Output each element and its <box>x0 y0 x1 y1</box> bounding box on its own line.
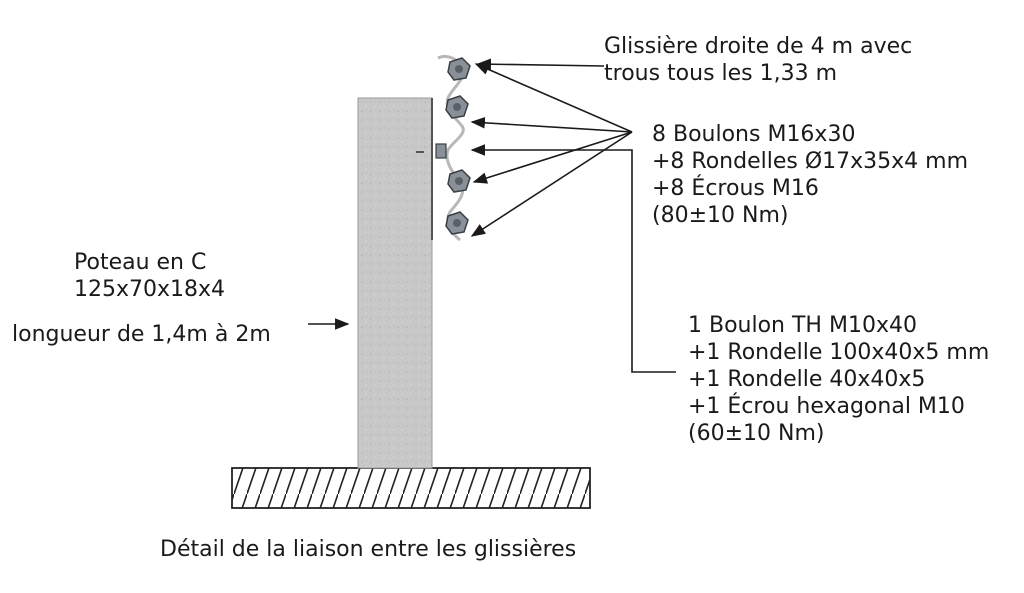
bolt-leader-3 <box>472 131 633 184</box>
poteau-line-2: 125x70x18x4 <box>74 277 226 302</box>
boulons-line-3: +8 Écrous M16 <box>652 176 819 201</box>
boulons-line-1: 8 Boulons M16x30 <box>652 122 856 147</box>
boulons-line-2: +8 Rondelles Ø17x35x4 mm <box>652 149 969 174</box>
boulons-line-4: (80±10 Nm) <box>652 203 789 228</box>
boulon-th-line-5: (60±10 Nm) <box>688 421 825 446</box>
boulon-th-line-3: +1 Rondelle 40x40x5 <box>688 367 926 392</box>
rail-leader-arrow <box>476 58 605 70</box>
bolt-3 <box>447 169 471 193</box>
glissiere-line-1: Glissière droite de 4 m avec <box>604 34 913 59</box>
bolt-small <box>435 143 447 159</box>
bolt-leader-4 <box>470 131 633 237</box>
boulon-th-label: 1 Boulon TH M10x40 +1 Rondelle 100x40x5 … <box>688 312 989 447</box>
boulons-label: 8 Boulons M16x30 +8 Rondelles Ø17x35x4 m… <box>652 121 968 229</box>
glissiere-label: Glissière droite de 4 m avec trous tous … <box>604 33 912 87</box>
longueur-label: longueur de 1,4m à 2m <box>12 322 271 347</box>
bolt-leader-1 <box>474 63 633 133</box>
bolt-1 <box>447 57 471 81</box>
poteau-line-1: Poteau en C <box>74 250 207 275</box>
bolt-2 <box>445 95 469 119</box>
c-post <box>357 97 433 469</box>
boulon-th-line-2: +1 Rondelle 100x40x5 mm <box>688 340 990 365</box>
poteau-label: Poteau en C 125x70x18x4 <box>74 249 225 303</box>
bolt-4 <box>445 211 469 235</box>
ground-base <box>231 467 591 509</box>
boulon-th-line-4: +1 Écrou hexagonal M10 <box>688 394 965 419</box>
th-bolt-leader <box>470 144 676 373</box>
boulon-th-line-1: 1 Boulon TH M10x40 <box>688 313 917 338</box>
glissiere-line-2: trous tous les 1,33 m <box>604 61 838 86</box>
bolt-leader-2 <box>470 117 633 133</box>
caption: Détail de la liaison entre les glissière… <box>160 537 577 562</box>
